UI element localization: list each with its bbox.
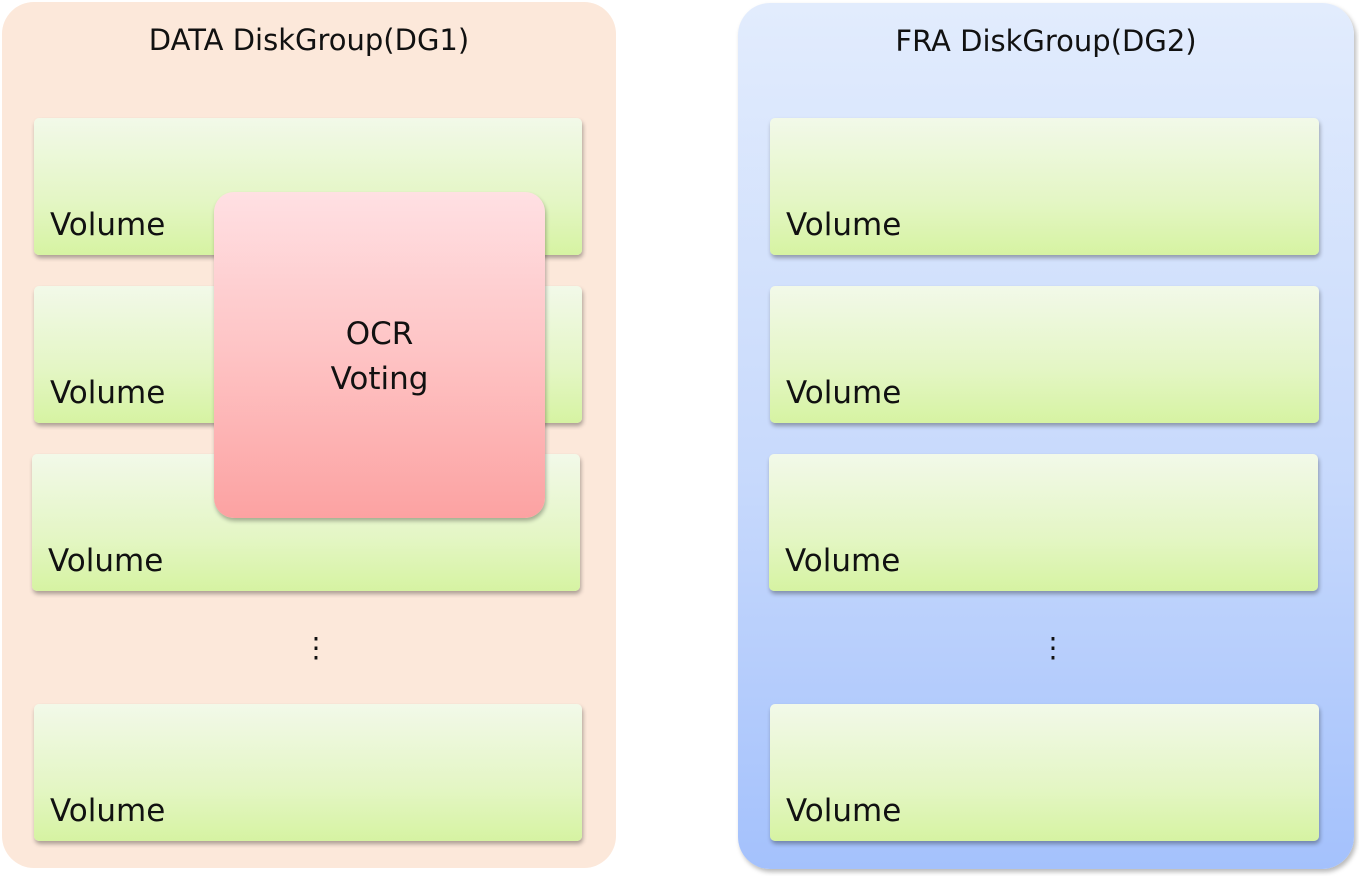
fra-volume-ellipsis: ⋮ [1039, 631, 1067, 664]
ocr-voting-box: OCR Voting [214, 192, 545, 518]
volume-label: Volume [786, 375, 902, 411]
fra-diskgroup-title: FRA DiskGroup(DG2) [895, 24, 1197, 58]
fra-volume-1: Volume [770, 118, 1319, 255]
volume-label: Volume [48, 543, 164, 579]
volume-label: Volume [785, 543, 901, 579]
volume-label: Volume [786, 793, 902, 829]
volume-label: Volume [50, 207, 166, 243]
fra-volume-4: Volume [770, 704, 1319, 841]
fra-diskgroup-container: FRA DiskGroup(DG2) Volume Volume Volume … [738, 3, 1354, 869]
volume-label: Volume [786, 207, 902, 243]
volume-label: Volume [50, 793, 166, 829]
fra-volume-3: Volume [769, 454, 1318, 591]
ocr-voting-label: OCR Voting [214, 312, 545, 402]
data-volume-ellipsis: ⋮ [302, 631, 330, 664]
ocr-label: OCR [345, 316, 414, 352]
data-diskgroup-title: DATA DiskGroup(DG1) [148, 23, 470, 57]
data-volume-4: Volume [34, 704, 582, 841]
fra-volume-2: Volume [770, 286, 1319, 423]
volume-label: Volume [50, 375, 166, 411]
voting-label: Voting [330, 361, 429, 397]
